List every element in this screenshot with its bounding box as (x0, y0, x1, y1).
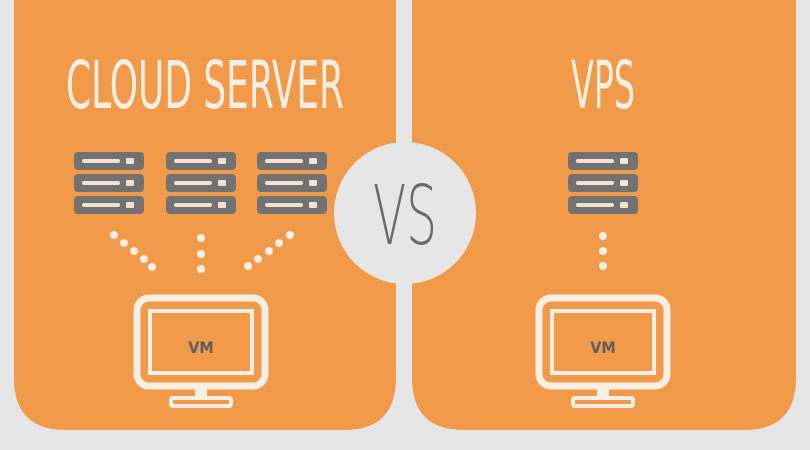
vs-label: VS (373, 169, 437, 264)
vs-badge: VS (334, 142, 476, 284)
right-panel-bg (412, 0, 796, 430)
server-rack-icon (166, 152, 236, 214)
right-monitor-label: VM (590, 338, 615, 357)
left-panel-title: CLOUD SERVER (66, 47, 344, 124)
vs-circle (334, 142, 476, 284)
dotted-connector-icon (110, 231, 294, 273)
right-panel-title: VPS (571, 47, 635, 124)
server-rack-icon (74, 152, 144, 214)
dotted-connector-icon (599, 232, 607, 270)
left-panel: CLOUD SERVER (14, 0, 396, 430)
left-monitor-label: VM (188, 338, 213, 357)
server-rack-icon (257, 152, 327, 214)
right-panel: VPS VM (412, 0, 796, 430)
left-panel-bg (14, 0, 396, 430)
server-rack-icon (568, 152, 638, 214)
